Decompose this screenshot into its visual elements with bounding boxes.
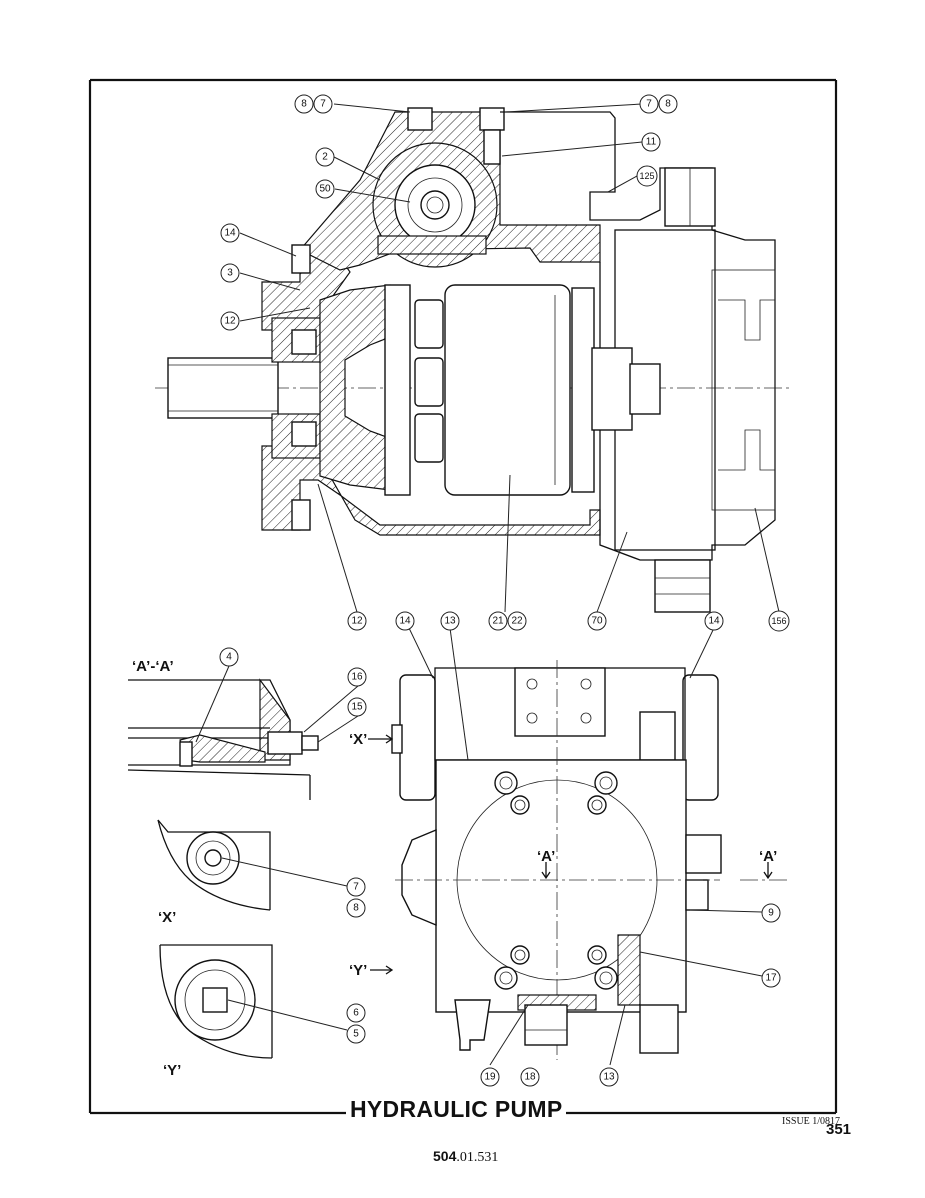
- svg-text:8: 8: [353, 903, 359, 914]
- callout-8-top-left: 8: [294, 94, 314, 114]
- callout-13-upper: 13: [440, 611, 460, 631]
- svg-text:125: 125: [639, 171, 654, 181]
- callout-14-upper: 14: [220, 223, 240, 243]
- callout-14-right: 14: [704, 611, 724, 631]
- svg-text:6: 6: [353, 1008, 359, 1019]
- callout-7-top-right: 7: [639, 94, 659, 114]
- document-number: 504.01.531: [433, 1148, 498, 1166]
- callout-13-lower: 13: [599, 1067, 619, 1087]
- callout-11: 11: [641, 132, 661, 152]
- svg-text:19: 19: [484, 1072, 496, 1083]
- callout-12-lower: 12: [347, 611, 367, 631]
- svg-text:9: 9: [768, 908, 774, 919]
- callout-7-view-x: 7: [346, 877, 366, 897]
- drawing-title: HYDRAULIC PUMP: [346, 1096, 567, 1123]
- view-x-arrow-label: ‘X’: [349, 731, 367, 748]
- callout-17: 17: [761, 968, 781, 988]
- callout-70: 70: [587, 611, 607, 631]
- main-section-view: [155, 107, 790, 613]
- svg-text:13: 13: [603, 1072, 615, 1083]
- svg-text:4: 4: [226, 652, 232, 663]
- svg-text:70: 70: [591, 616, 603, 627]
- svg-text:12: 12: [351, 616, 363, 627]
- page-number: 351: [826, 1121, 852, 1138]
- view-arrows: [368, 734, 773, 975]
- svg-text:14: 14: [224, 228, 236, 239]
- svg-text:50: 50: [319, 184, 331, 195]
- svg-text:14: 14: [399, 616, 411, 627]
- doc-number-prefix: 504: [433, 1148, 457, 1164]
- svg-text:22: 22: [511, 616, 523, 627]
- callout-8-top-right: 8: [658, 94, 678, 114]
- section-aa-detail: [127, 678, 319, 800]
- svg-text:2: 2: [322, 152, 328, 163]
- svg-text:3: 3: [227, 268, 233, 279]
- callout-2: 2: [315, 147, 335, 167]
- svg-text:14: 14: [708, 616, 720, 627]
- svg-text:11: 11: [646, 137, 657, 148]
- external-pump-view: [391, 660, 790, 1060]
- section-a-left-label: ‘A’: [537, 848, 555, 865]
- callout-3: 3: [220, 263, 240, 283]
- callout-125: 125: [636, 165, 658, 187]
- view-x-label: ‘X’: [158, 909, 176, 926]
- svg-text:7: 7: [646, 99, 652, 110]
- section-aa-label: ‘A’-‘A’: [132, 658, 174, 675]
- svg-text:5: 5: [353, 1029, 359, 1040]
- issue-stamp: ISSUE 1/0817: [782, 1116, 841, 1127]
- callout-6: 6: [346, 1003, 366, 1023]
- view-y-detail: [159, 944, 273, 1059]
- svg-text:12: 12: [224, 316, 236, 327]
- svg-text:16: 16: [351, 672, 363, 683]
- callout-9: 9: [761, 903, 781, 923]
- svg-text:15: 15: [351, 702, 363, 713]
- callout-4: 4: [219, 647, 239, 667]
- leader-lines: [195, 103, 780, 1066]
- svg-text:17: 17: [765, 973, 777, 984]
- callout-15: 15: [347, 697, 367, 717]
- svg-text:21: 21: [492, 616, 504, 627]
- callout-50: 50: [315, 179, 335, 199]
- svg-text:7: 7: [320, 99, 326, 110]
- svg-text:156: 156: [771, 616, 786, 626]
- svg-text:7: 7: [353, 882, 359, 893]
- view-y-label: ‘Y’: [163, 1062, 181, 1079]
- callout-16: 16: [347, 667, 367, 687]
- callout-18: 18: [520, 1067, 540, 1087]
- callout-5: 5: [346, 1024, 366, 1044]
- svg-text:8: 8: [665, 99, 671, 110]
- view-y-arrow-label: ‘Y’: [349, 962, 367, 979]
- callout-19: 19: [480, 1067, 500, 1087]
- callout-22: 22: [507, 611, 527, 631]
- svg-text:13: 13: [444, 616, 456, 627]
- callout-12-upper: 12: [220, 311, 240, 331]
- svg-text:18: 18: [524, 1072, 536, 1083]
- callout-156: 156: [768, 610, 790, 632]
- callout-7-top-left: 7: [313, 94, 333, 114]
- view-x-detail: [157, 819, 271, 911]
- svg-text:8: 8: [301, 99, 307, 110]
- callout-8-view-x: 8: [346, 898, 366, 918]
- callout-14-left: 14: [395, 611, 415, 631]
- callout-21: 21: [488, 611, 508, 631]
- section-a-right-label: ‘A’: [759, 848, 777, 865]
- doc-number-suffix: .01.531: [456, 1150, 499, 1165]
